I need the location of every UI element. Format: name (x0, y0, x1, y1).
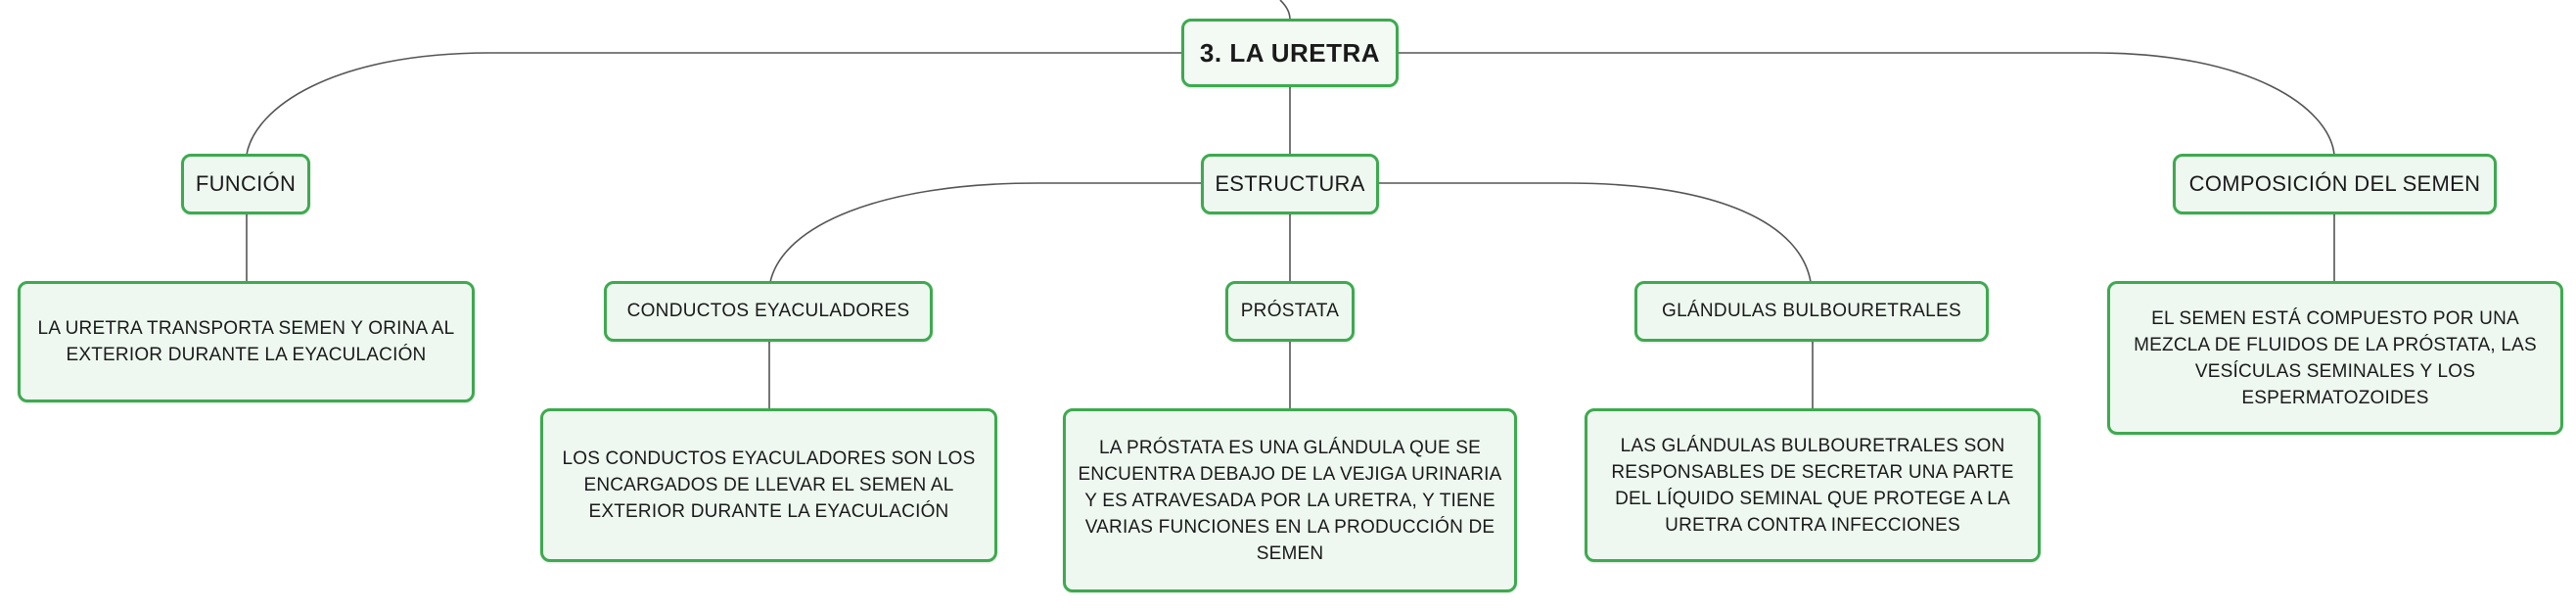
branch-estructura[interactable]: ESTRUCTURA (1201, 154, 1379, 214)
prostata-description-text: LA PRÓSTATA ES UNA GLÁNDULA QUE SE ENCUE… (1078, 437, 1502, 564)
composicion-description-text: EL SEMEN ESTÁ COMPUESTO POR UNA MEZCLA D… (2134, 307, 2537, 408)
edge-parent-root (1279, 0, 1291, 21)
composicion-description[interactable]: EL SEMEN ESTÁ COMPUESTO POR UNA MEZCLA D… (2107, 281, 2563, 435)
conductos-description[interactable]: LOS CONDUCTOS EYACULADORES SON LOS ENCAR… (540, 408, 997, 562)
glandulas-description[interactable]: LAS GLÁNDULAS BULBOURETRALES SON RESPONS… (1585, 408, 2041, 562)
sub-glandulas-label: GLÁNDULAS BULBOURETRALES (1661, 301, 1961, 321)
sub-prostata-label: PRÓSTATA (1240, 301, 1340, 321)
sub-conductos-eyaculadores[interactable]: CONDUCTOS EYACULADORES (604, 281, 933, 342)
branch-composicion[interactable]: COMPOSICIÓN DEL SEMEN (2173, 154, 2497, 214)
edge-root-funcion (246, 52, 1182, 156)
root-title: 3. LA URETRA (1199, 37, 1381, 68)
sub-glandulas-bulbouretrales[interactable]: GLÁNDULAS BULBOURETRALES (1634, 281, 1989, 342)
branch-estructura-label: ESTRUCTURA (1215, 171, 1365, 196)
edge-estructura-conductos (769, 182, 1202, 283)
funcion-description-text: LA URETRA TRANSPORTA SEMEN Y ORINA AL EX… (37, 318, 455, 365)
sub-conductos-label: CONDUCTOS EYACULADORES (626, 301, 910, 321)
funcion-description[interactable]: LA URETRA TRANSPORTA SEMEN Y ORINA AL EX… (18, 281, 475, 402)
prostata-description[interactable]: LA PRÓSTATA ES UNA GLÁNDULA QUE SE ENCUE… (1063, 408, 1517, 592)
glandulas-description-text: LAS GLÁNDULAS BULBOURETRALES SON RESPONS… (1611, 435, 2014, 536)
branch-composicion-label: COMPOSICIÓN DEL SEMEN (2188, 171, 2481, 196)
conductos-description-text: LOS CONDUCTOS EYACULADORES SON LOS ENCAR… (562, 448, 976, 522)
edge-estructura-glandulas (1378, 182, 1812, 283)
branch-funcion-label: FUNCIÓN (195, 171, 297, 196)
sub-prostata[interactable]: PRÓSTATA (1225, 281, 1355, 342)
root-node[interactable]: 3. LA URETRA (1181, 19, 1399, 87)
branch-funcion[interactable]: FUNCIÓN (181, 154, 310, 214)
edge-root-composicion (1398, 52, 2335, 156)
